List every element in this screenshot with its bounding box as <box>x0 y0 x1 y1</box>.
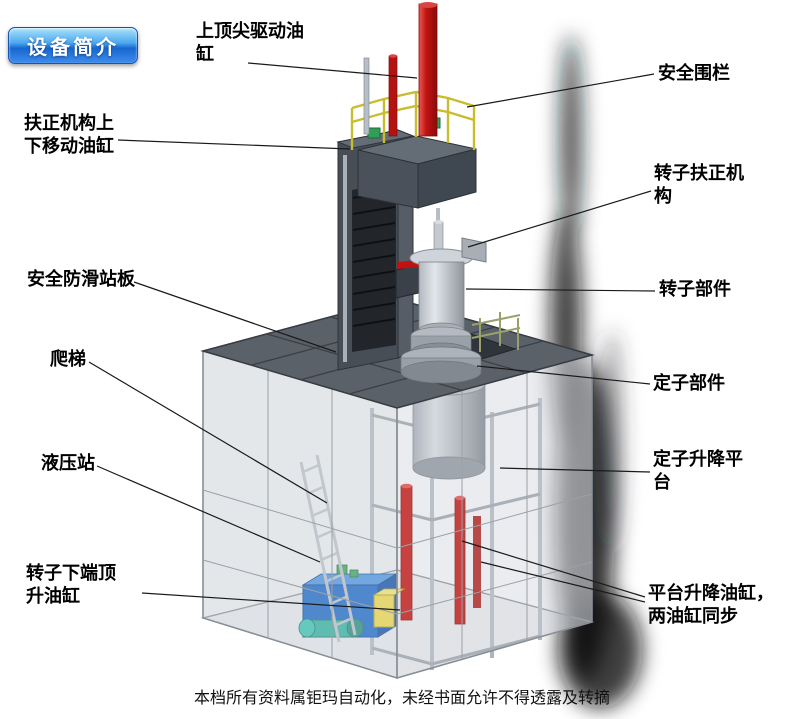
lower-red-cylinders <box>400 483 481 625</box>
label-top-cylinder: 上顶尖驱动油缸 <box>196 21 304 64</box>
label-safety-fence: 安全围栏 <box>658 63 730 83</box>
leader-safety-fence <box>466 73 655 108</box>
top-drive-cylinder <box>363 2 438 137</box>
thin-red-rod <box>388 55 398 137</box>
leader-ladder <box>88 361 328 504</box>
stator-cylinder <box>412 372 486 480</box>
ladder-graphic <box>299 454 357 643</box>
leader-centering-cylinder <box>117 139 351 150</box>
leader-stator-platform <box>499 467 651 473</box>
head-assembly <box>357 117 477 209</box>
label-stator-part: 定子部件 <box>653 373 725 393</box>
title-badge: 设备简介 <box>8 27 138 64</box>
green-block <box>427 117 441 129</box>
lift-frame <box>370 398 542 670</box>
leader-rotor-part <box>465 288 656 292</box>
safety-railing <box>350 90 476 150</box>
rotor-top-disc <box>409 248 473 268</box>
enclosure-back <box>200 298 595 679</box>
rotor-assembly <box>395 208 487 384</box>
footer-note: 本档所有资料属钜玛自动化，未经书面允许不得透露及转摘 <box>193 690 610 707</box>
label-centering-cylinder: 扶正机构上下移动油缸 <box>24 113 114 156</box>
green-block <box>367 127 381 139</box>
label-antislip-platform: 安全防滑站板 <box>27 269 135 289</box>
leader-hydraulic <box>96 465 321 563</box>
stator-flange <box>400 360 482 384</box>
leader-platform-cyl-2 <box>480 561 646 603</box>
label-rotor-centering: 转子扶正机构 <box>654 163 744 206</box>
main-column <box>336 129 415 371</box>
title-badge-label: 设备简介 <box>27 37 119 59</box>
hydraulic-station-unit <box>298 564 406 638</box>
label-rotor-part: 转子部件 <box>659 279 731 299</box>
leader-rotor-centering <box>467 190 652 248</box>
thin-gray-rod <box>363 57 370 135</box>
smoke-shadow <box>550 35 642 708</box>
label-stator-lift-platform: 定子升降平台 <box>653 449 743 492</box>
antislip-platform-plate <box>200 298 595 409</box>
leader-platform-cyl-1 <box>461 540 646 598</box>
leader-antislip <box>133 281 337 353</box>
label-rotor-jack-cylinder: 转子下端顶升油缸 <box>26 563 116 606</box>
label-ladder: 爬梯 <box>50 349 86 369</box>
leader-stator-part <box>476 365 651 385</box>
leader-rotor-jack <box>141 592 401 611</box>
platform-side-fence <box>471 312 521 352</box>
centering-bracket <box>461 237 487 263</box>
thick-red-cylinder <box>418 3 438 137</box>
red-clamp-bar <box>398 256 456 269</box>
rotor-body <box>418 261 465 331</box>
label-platform-lift-cylinders: 平台升降油缸，两油缸同步 <box>648 583 774 626</box>
enclosure-front <box>202 350 593 680</box>
label-hydraulic-station: 液压站 <box>41 453 95 473</box>
